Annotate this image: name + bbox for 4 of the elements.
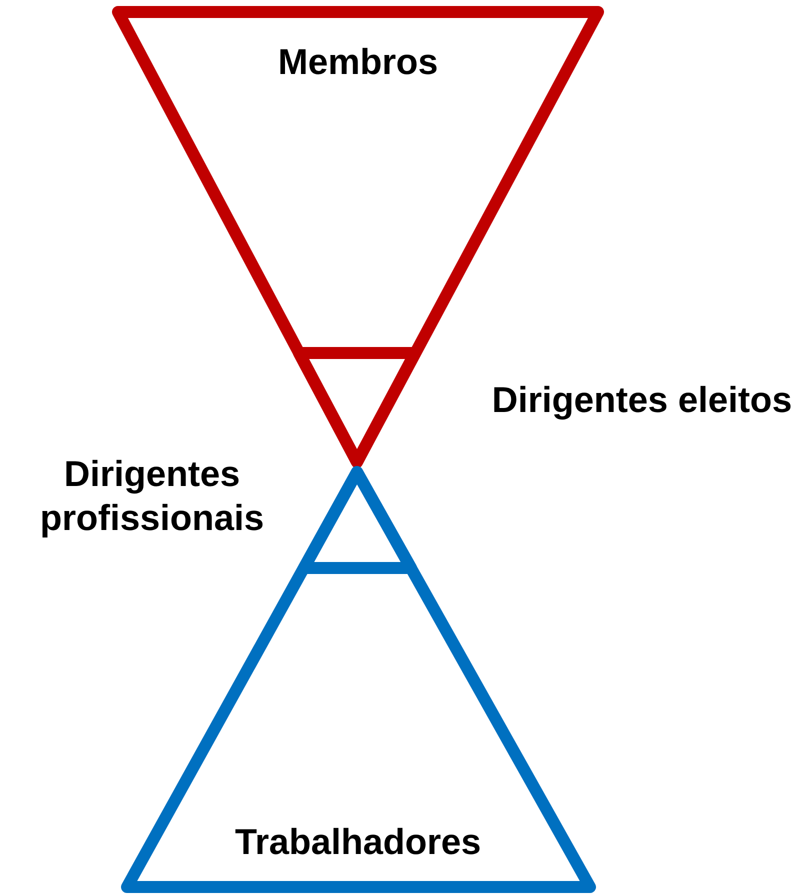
level-label: Membros [276,40,440,84]
level-label: Trabalhadores [234,820,482,864]
side-label: Dirigentes eleitos [490,378,792,422]
side-label: Dirigentes profissionais [38,452,266,540]
